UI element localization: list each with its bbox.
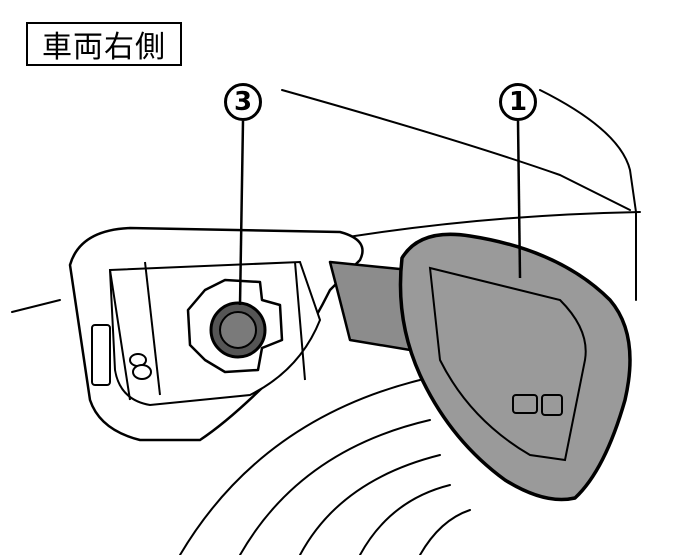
fuel-cap-center	[219, 311, 257, 349]
recess-clip	[91, 324, 152, 386]
callout-1: 1	[499, 83, 537, 121]
recess-back-wall	[144, 261, 161, 396]
vehicle-side-label: 車両右側	[26, 22, 182, 66]
body-line-top	[281, 89, 631, 211]
body-line-roof	[539, 89, 637, 213]
fuel-door	[398, 232, 632, 502]
wheel-arch-5	[419, 509, 471, 555]
door-latch	[512, 394, 563, 416]
recess-side-wall	[109, 269, 131, 401]
wheel-arch-2	[239, 419, 431, 555]
callout-3: 3	[224, 83, 262, 121]
wheel-arch-3	[299, 454, 441, 555]
leader-line-1	[516, 120, 522, 279]
leader-line-3	[238, 120, 245, 306]
recess-right-wall	[294, 261, 306, 381]
body-line-mid	[329, 211, 641, 241]
wheel-arch-1	[179, 379, 421, 555]
body-line-left	[11, 299, 61, 313]
wheel-arch-4	[359, 484, 451, 555]
fuel-door-inner-rim	[428, 266, 587, 462]
